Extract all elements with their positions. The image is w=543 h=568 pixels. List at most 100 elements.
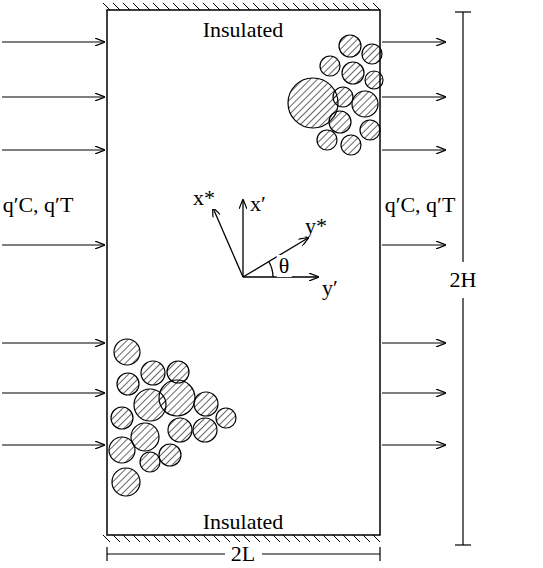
- flux-arrow: [2, 342, 104, 343]
- hatch-stroke: [223, 535, 230, 542]
- axis-label: y′: [320, 277, 340, 299]
- hatch-stroke: [123, 535, 130, 542]
- particle: [339, 35, 361, 57]
- hatch-stroke: [213, 535, 220, 542]
- particle: [317, 130, 337, 150]
- particle: [365, 71, 383, 89]
- hatch-stroke: [183, 3, 190, 10]
- hatch-stroke: [253, 3, 260, 10]
- hatch-stroke: [263, 3, 270, 10]
- flux-arrow: [382, 41, 445, 42]
- hatch-stroke: [323, 3, 330, 10]
- hatch-stroke: [283, 3, 290, 10]
- flux-arrow: [382, 149, 445, 150]
- hatch-stroke: [233, 3, 240, 10]
- particle-cluster: [109, 35, 383, 496]
- particle: [194, 392, 218, 416]
- particle: [329, 111, 351, 133]
- hatch-stroke: [133, 535, 140, 542]
- domain-box: [107, 10, 380, 535]
- flux-arrow: [2, 244, 104, 245]
- hatch-stroke: [173, 535, 180, 542]
- particle: [352, 91, 378, 117]
- hatch-stroke: [143, 535, 150, 542]
- hatch-stroke: [353, 3, 360, 10]
- particle: [141, 361, 165, 385]
- angle-label: θ: [277, 255, 292, 277]
- hatch-stroke: [173, 3, 180, 10]
- hatch-stroke: [323, 535, 330, 542]
- particle: [341, 135, 361, 155]
- flux-arrow: [382, 342, 445, 343]
- hatch-stroke: [203, 535, 210, 542]
- hatch-stroke: [233, 535, 240, 542]
- hatch-stroke: [193, 3, 200, 10]
- particle: [117, 373, 139, 395]
- flux-label: q′C, q′T: [383, 194, 458, 216]
- hatch-stroke: [223, 3, 230, 10]
- particle: [140, 452, 160, 472]
- hatch-stroke: [143, 3, 150, 10]
- hatch-stroke: [283, 535, 290, 542]
- dimension-label: 2L: [229, 543, 257, 565]
- hatch-stroke: [343, 535, 350, 542]
- hatch-stroke: [103, 3, 110, 10]
- particle: [159, 444, 181, 466]
- hatch-stroke: [333, 535, 340, 542]
- hatch-stroke: [213, 3, 220, 10]
- particle: [333, 87, 353, 107]
- hatch-stroke: [353, 535, 360, 542]
- particle: [134, 389, 166, 421]
- flux-arrow: [382, 444, 445, 445]
- hatch-stroke: [363, 535, 370, 542]
- flux-arrow: [382, 244, 445, 245]
- hatch-stroke: [303, 3, 310, 10]
- dimension-label: 2H: [448, 269, 479, 291]
- hatch-stroke: [313, 535, 320, 542]
- particle: [112, 468, 140, 496]
- hatch-stroke: [293, 3, 300, 10]
- hatch-stroke: [153, 535, 160, 542]
- hatch-stroke: [273, 535, 280, 542]
- hatch-stroke: [363, 3, 370, 10]
- hatch-stroke: [333, 3, 340, 10]
- flux-arrow: [382, 96, 445, 97]
- flux-arrow: [382, 392, 445, 393]
- hatch-stroke: [373, 3, 380, 10]
- hatch-stroke: [303, 535, 310, 542]
- hatch-stroke: [273, 3, 280, 10]
- hatch-stroke: [313, 3, 320, 10]
- flux-arrow: [2, 149, 104, 150]
- hatch-stroke: [123, 3, 130, 10]
- hatch-stroke: [263, 535, 270, 542]
- particle: [320, 56, 340, 76]
- axis-label: x′: [248, 193, 268, 215]
- flux-arrow: [2, 41, 104, 42]
- wall-label: Insulated: [203, 19, 284, 41]
- hatch-stroke: [203, 3, 210, 10]
- particle: [216, 408, 236, 428]
- hatch-stroke: [193, 535, 200, 542]
- hatch-stroke: [163, 535, 170, 542]
- hatch-stroke: [153, 3, 160, 10]
- flux-arrow: [2, 96, 104, 97]
- hatch-stroke: [293, 535, 300, 542]
- particle: [111, 407, 133, 429]
- hatch-stroke: [113, 3, 120, 10]
- hatch-stroke: [103, 535, 110, 542]
- axis-label: x*: [191, 187, 217, 209]
- particle: [168, 418, 192, 442]
- flux-arrows: [2, 42, 445, 445]
- particle: [109, 437, 135, 463]
- hatch-stroke: [163, 3, 170, 10]
- insulated-wall: [103, 3, 380, 542]
- flux-arrow: [2, 392, 104, 393]
- flux-arrow: [2, 444, 104, 445]
- hatch-stroke: [113, 535, 120, 542]
- particle: [362, 44, 382, 64]
- particle: [193, 418, 217, 442]
- dimension-lines: [107, 12, 471, 561]
- axis-label: y*: [303, 215, 329, 237]
- hatch-stroke: [243, 535, 250, 542]
